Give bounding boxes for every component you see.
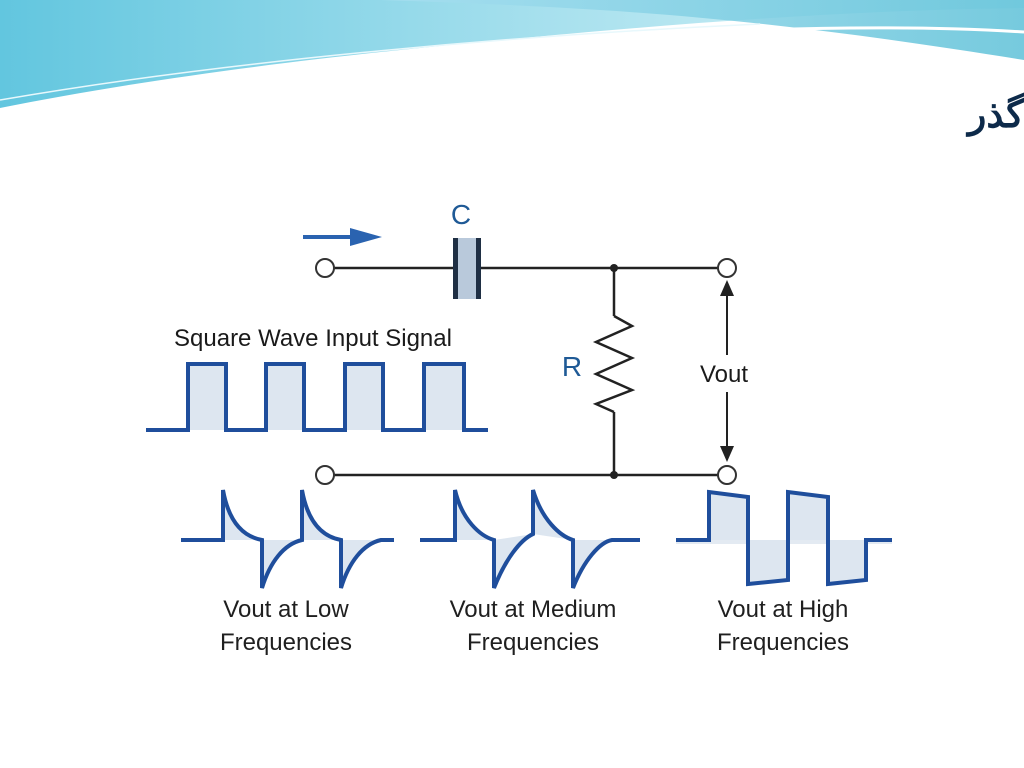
caption-high-line2: Frequencies	[717, 629, 849, 656]
rc-circuit: C R Vout	[303, 199, 748, 485]
output-wave-medium	[420, 489, 640, 589]
input-signal-label: Square Wave Input Signal	[174, 325, 452, 352]
output-terminal-top	[717, 258, 737, 278]
output-wave-low	[181, 489, 394, 589]
resistor-symbol	[592, 268, 636, 475]
caption-low-line2: Frequencies	[220, 629, 352, 656]
capacitor-symbol	[453, 238, 481, 299]
input-terminal-bottom	[315, 465, 335, 485]
caption-medium-line1: Vout at Medium	[450, 596, 617, 623]
capacitor-label: C	[451, 199, 471, 230]
caption-low-line1: Vout at Low	[223, 596, 349, 623]
output-captions: Vout at Low Frequencies Vout at Medium F…	[220, 596, 849, 656]
output-terminal-bottom	[717, 465, 737, 485]
resistor-label: R	[562, 351, 582, 382]
junction-dot-top	[610, 264, 618, 272]
header-banner	[0, 0, 1024, 114]
vout-label: Vout	[700, 361, 748, 388]
caption-high-line1: Vout at High	[718, 596, 849, 623]
slide-title: مدار RC : فیلتر بالا گذر	[965, 91, 1024, 137]
input-arrow-icon	[303, 228, 382, 246]
output-wave-high	[676, 489, 892, 587]
input-terminal-top	[315, 258, 335, 278]
vout-arrow-icon	[720, 280, 734, 462]
caption-medium-line2: Frequencies	[467, 629, 599, 656]
input-square-wave: Square Wave Input Signal	[146, 325, 488, 432]
